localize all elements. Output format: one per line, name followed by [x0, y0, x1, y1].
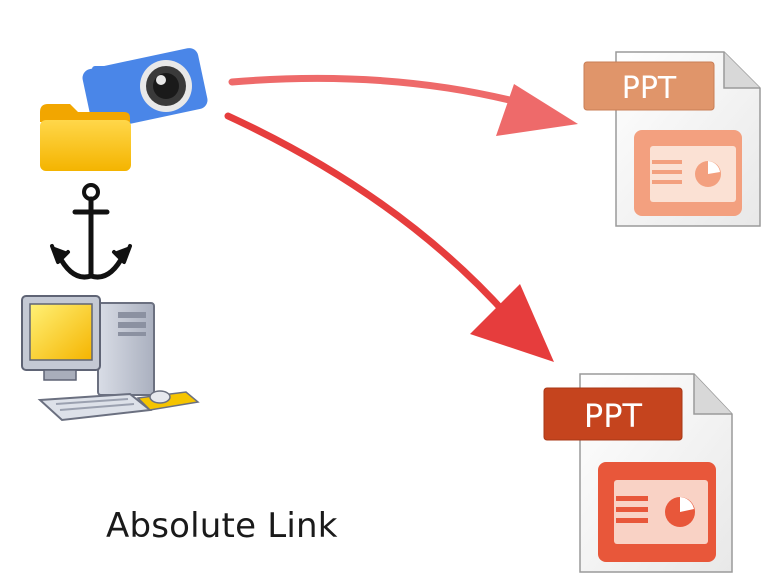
camera-icon	[82, 48, 208, 130]
folder-icon	[40, 104, 131, 171]
powerpoint-file-icon: PPT	[543, 373, 733, 573]
powerpoint-file-icon: PPT	[583, 51, 761, 227]
desktop-computer-icon	[21, 295, 200, 422]
document-2-label: PPT	[584, 397, 643, 435]
diagram-caption: Absolute Link	[106, 506, 338, 546]
arrow-to-first-document	[228, 74, 578, 136]
anchor-icon	[50, 183, 132, 280]
document-1-label: PPT	[622, 71, 677, 106]
arrow-to-second-document	[224, 112, 554, 362]
